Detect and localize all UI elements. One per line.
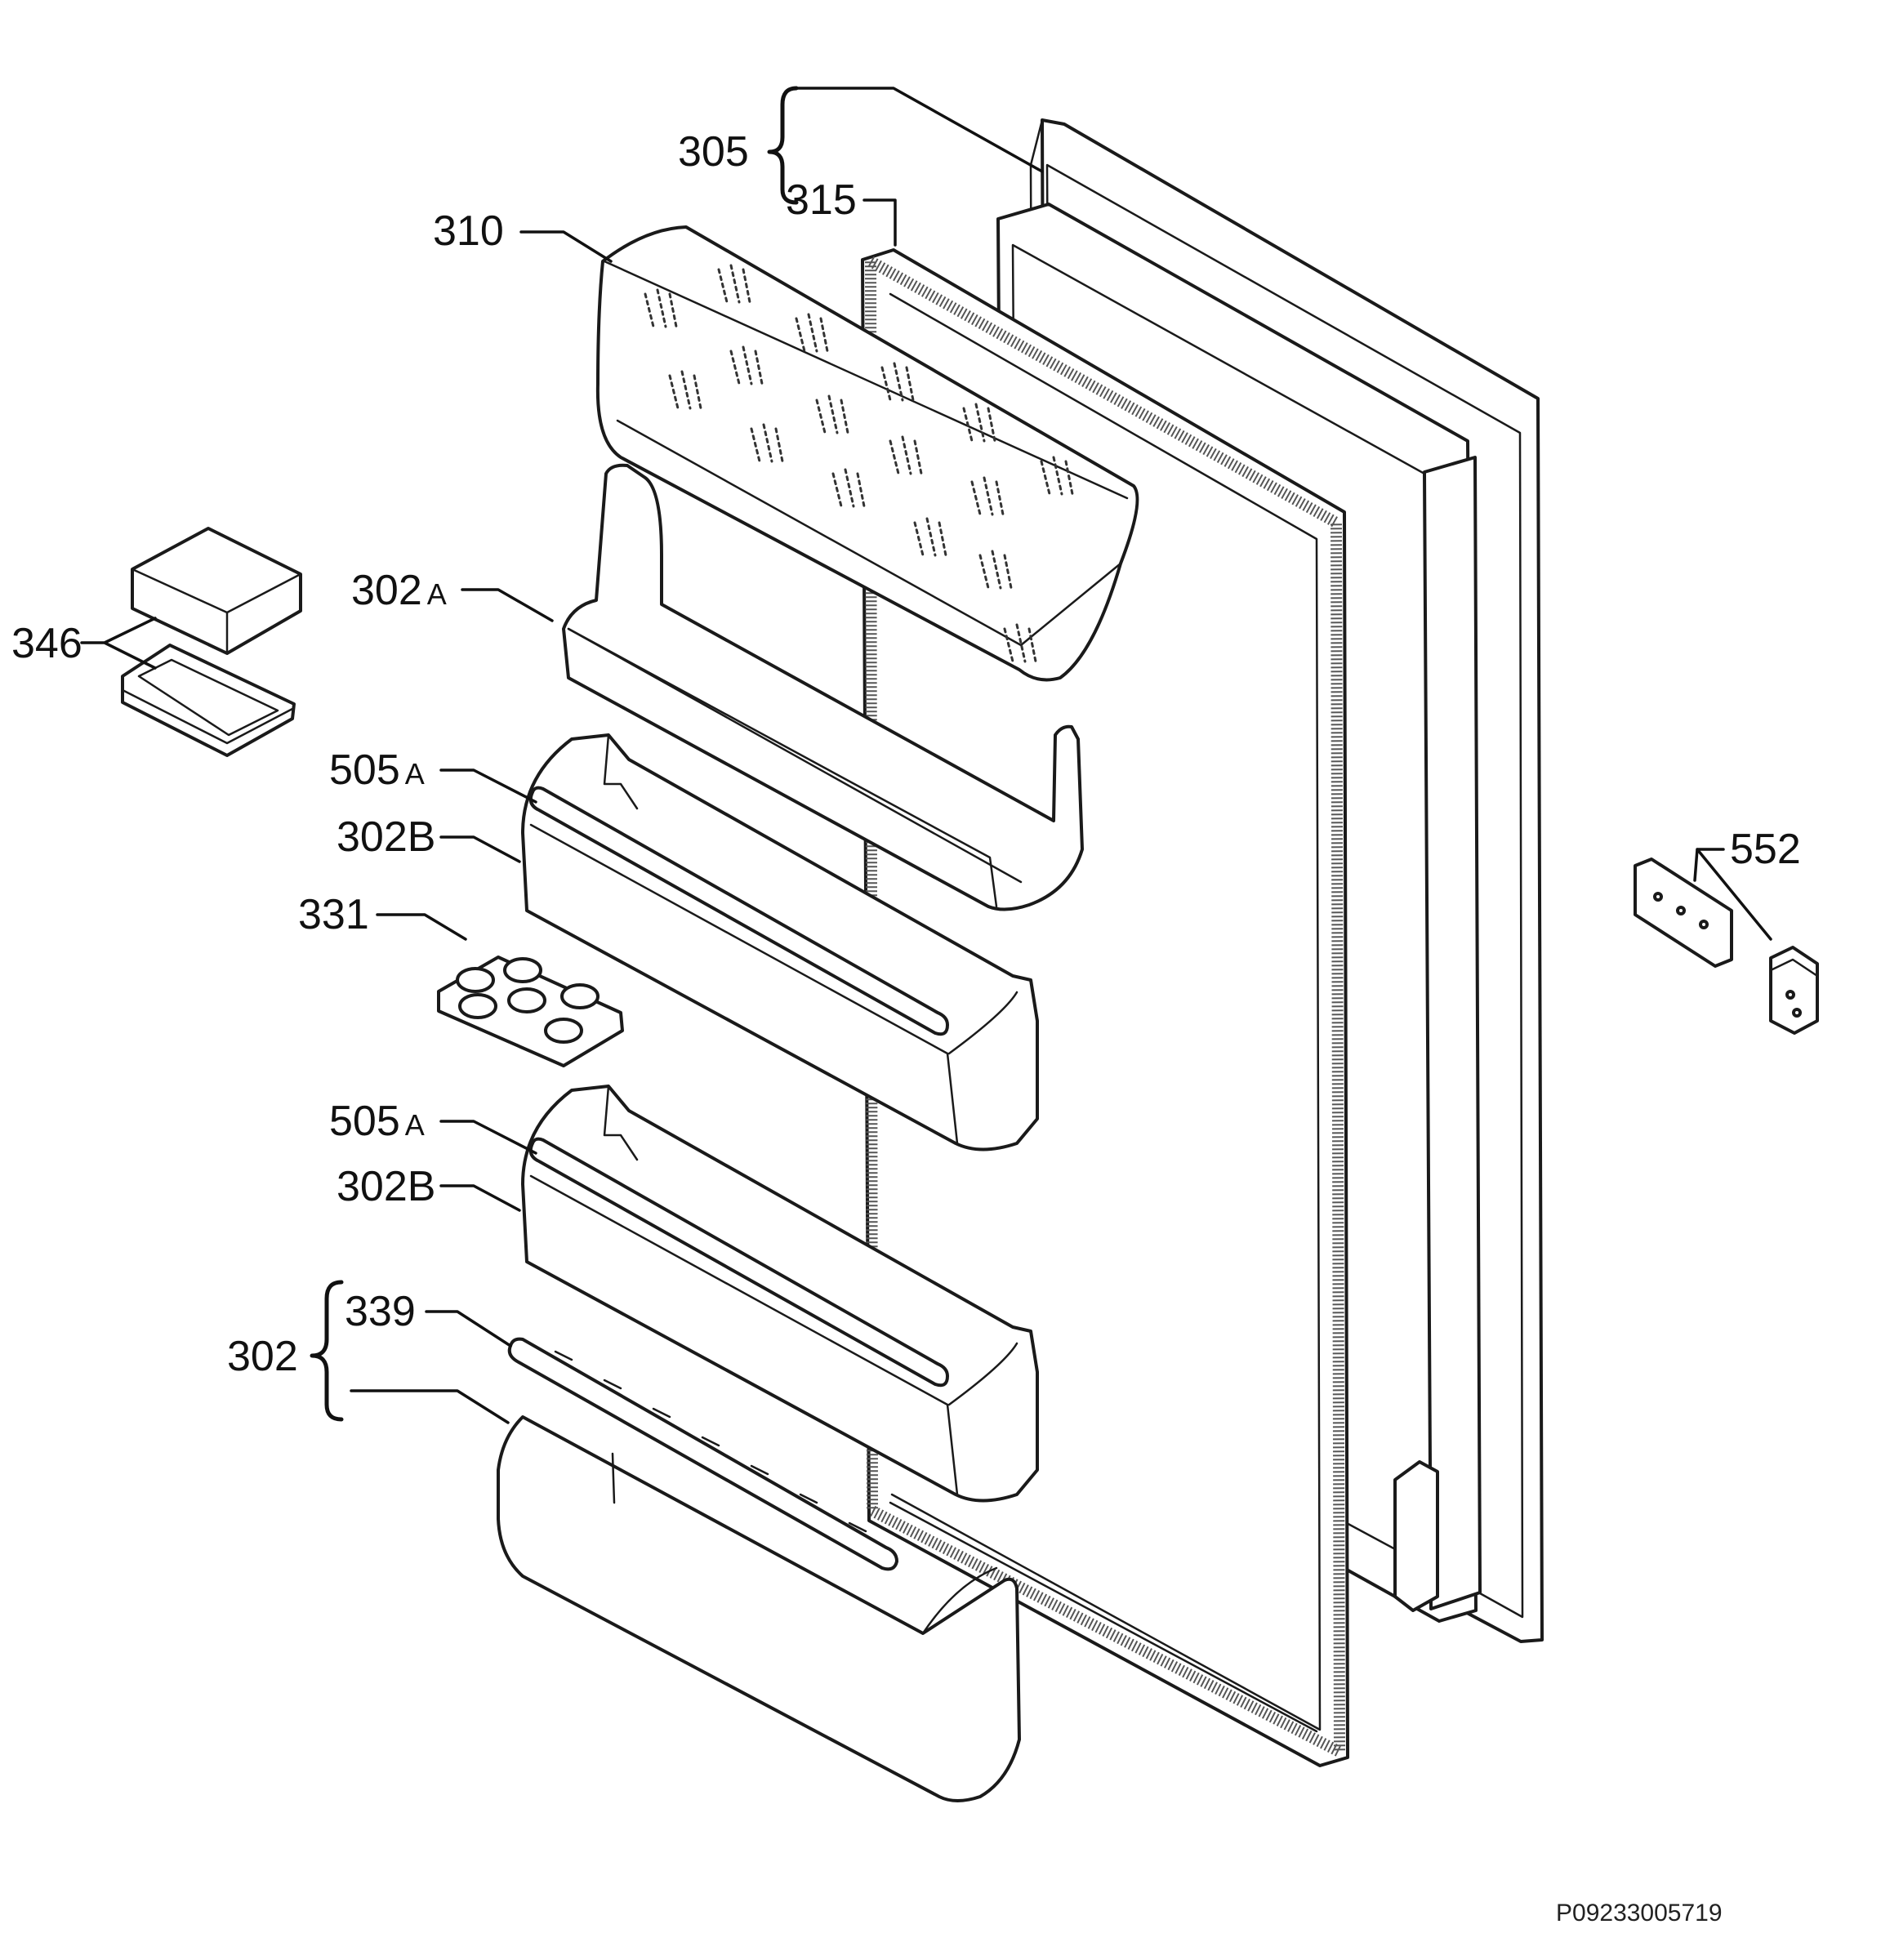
brace-305 [767,86,799,205]
lower-bottle-retainer-bar [528,1137,949,1388]
vent-slots [644,264,1074,663]
leader-315 [862,198,897,247]
middle-bottle-retainer-bar [528,786,949,1036]
leader-302b-2 [439,1184,521,1212]
leader-339 [425,1310,512,1348]
label-346: 346 [11,620,82,667]
label-505a-1-suffix: A [405,757,425,791]
hinge-bracket-plate [1634,858,1733,968]
label-302b-2: 302B [337,1163,435,1210]
leader-331 [376,913,467,941]
label-505a-1-number: 505 [329,746,400,794]
dairy-compartment-cover [595,225,1139,682]
egg-tray [437,956,624,1067]
leader-505a-1 [439,768,537,804]
label-339: 339 [345,1288,416,1335]
label-302a-number: 302 [351,567,422,614]
drawing-code: P09233005719 [1556,1900,1723,1927]
leader-346 [80,617,157,670]
leader-310 [519,230,613,263]
label-302b-1: 302B [337,813,435,861]
brace-302 [310,1280,344,1422]
leader-305 [795,87,1044,173]
label-310: 310 [433,207,504,255]
butter-box-tray [121,644,296,757]
leader-505a-2 [439,1120,537,1155]
leader-302b-1 [439,835,521,863]
butter-box-lid [131,527,302,655]
label-305: 305 [678,128,749,176]
bottle-shelf [497,1415,1021,1802]
label-315: 315 [786,176,857,224]
leader-302a [461,588,554,622]
label-505a-2-suffix: A [405,1108,425,1142]
hinge-bracket-angle [1769,946,1819,1035]
leader-302 [350,1389,510,1424]
label-331: 331 [298,891,369,938]
label-302: 302 [227,1333,298,1380]
leader-552 [1693,848,1772,941]
upper-door-shelf [562,463,1084,911]
label-302a-suffix: A [427,577,447,611]
bottle-holder-rack [507,1337,898,1571]
label-505a-2-number: 505 [329,1098,400,1145]
label-552: 552 [1730,826,1801,873]
